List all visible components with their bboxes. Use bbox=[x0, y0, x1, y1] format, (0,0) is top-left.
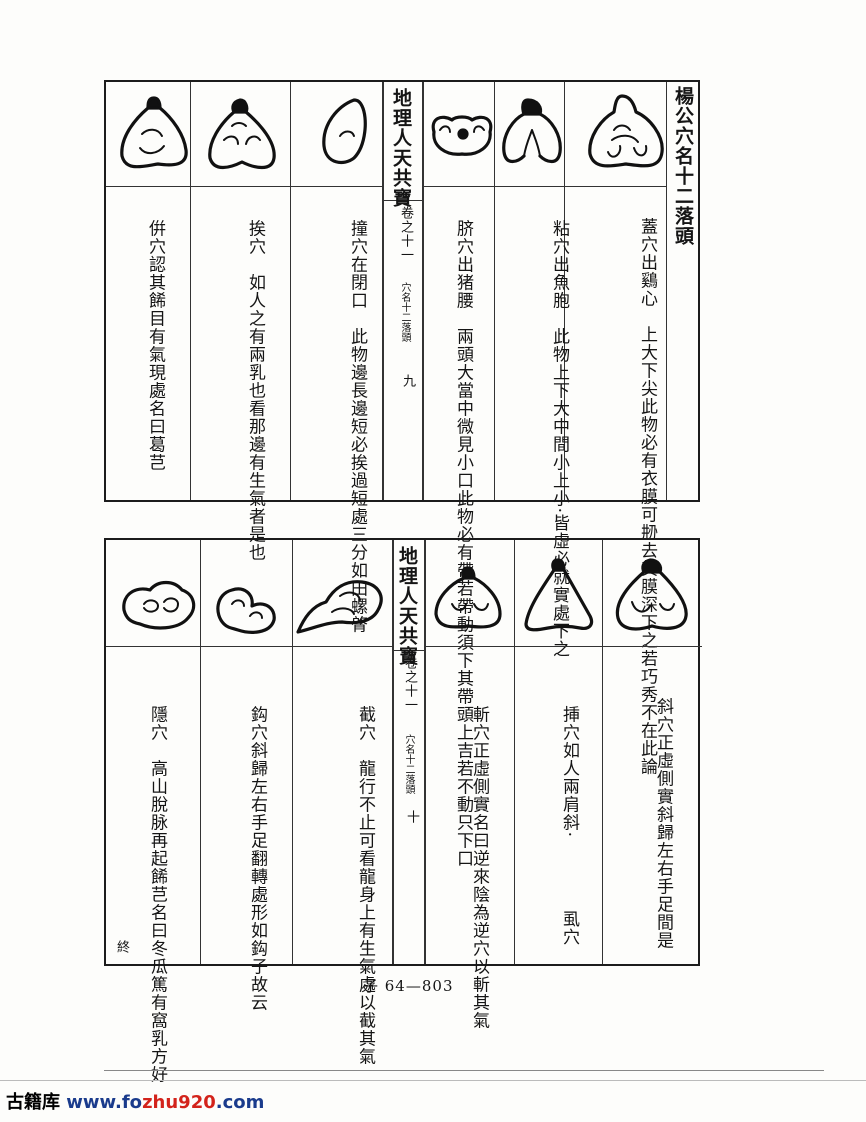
entry-line: 蓋穴出鷄心 上大下尖此物必有衣膜 bbox=[637, 217, 657, 506]
header-rule bbox=[382, 200, 422, 201]
jie-xue-figure bbox=[296, 580, 383, 634]
zhan-cut-xue-figure bbox=[434, 566, 502, 629]
entry-line: 隱穴 高山脫脉再起餙芑名曰冬瓜 bbox=[147, 705, 167, 976]
entry-line: 撞穴在閉口 此物邊長邊短必挨過 bbox=[347, 219, 367, 490]
header-rule bbox=[392, 650, 424, 651]
center-divider bbox=[424, 540, 426, 964]
column-divider bbox=[290, 82, 291, 500]
column-divider bbox=[564, 82, 565, 500]
entry-line: 挨穴 如人之有兩乳也看那邊有生 bbox=[245, 219, 265, 490]
xie-xue-figure bbox=[615, 558, 688, 631]
entry-line: 正虛側實名曰逆來陰為逆穴以斬其氣 bbox=[469, 741, 489, 1030]
ai-xue-figure bbox=[208, 98, 276, 170]
figure-band-line bbox=[422, 186, 666, 187]
entry-line: 挿穴 bbox=[559, 705, 579, 742]
scan-edge-line bbox=[104, 1070, 824, 1071]
column-divider bbox=[602, 540, 603, 964]
center-divider bbox=[382, 82, 384, 500]
entry-line: 氣者是也 bbox=[245, 489, 265, 562]
end-mark: 終 bbox=[114, 940, 129, 954]
entry-line: 篤有窩乳方好 bbox=[147, 975, 167, 1084]
entry-jie: 截穴 龍行不止可看龍身上有生氣處以截其氣 bbox=[332, 680, 398, 1066]
zhuang-xue-figure bbox=[322, 98, 367, 165]
entry-line: 斜穴 bbox=[653, 697, 673, 734]
column-divider bbox=[514, 540, 515, 964]
entry-line: 鈎穴 bbox=[247, 705, 267, 742]
entry-line: 短處三分如田螺䏿 bbox=[347, 489, 367, 634]
entry-line: 動只下口 bbox=[453, 795, 473, 868]
entry-line: 脐穴出猪腰 兩頭大當中微見小口此 bbox=[453, 219, 473, 508]
center-header: 地理人天共寶 bbox=[390, 88, 412, 208]
entry-line: 正虛側實斜歸左右手足間是 bbox=[653, 733, 673, 950]
entry-line: 斬穴 bbox=[469, 705, 489, 742]
bing-xue-figure bbox=[120, 96, 188, 169]
entry-gou: 鈎穴斜歸左右手足翻轉處形如鈎子故云 bbox=[224, 680, 290, 1012]
gai-xue-figure bbox=[588, 94, 664, 168]
column-divider bbox=[666, 82, 667, 500]
entry-line: 皆虛必就實處下之 bbox=[549, 514, 569, 659]
figure-band-line bbox=[106, 646, 392, 647]
entry-line: 倂穴 bbox=[145, 219, 165, 256]
entry-line: 認其餙目有氣現處名曰葛芑 bbox=[145, 255, 165, 472]
entry-zhuang: 撞穴在閉口 此物邊長邊短必挨過短處三分如田螺䏿 bbox=[324, 194, 390, 634]
column-divider bbox=[190, 82, 191, 500]
page-number: 十 bbox=[404, 810, 419, 824]
section-label: 穴名十二落頭 bbox=[403, 734, 414, 794]
page-code: 子 64—803 bbox=[363, 977, 454, 995]
top-panel: 楊公穴名十二落頭 地理人天共寶 卷之十一 穴名十二落頭 九 蓋穴出鷄心 上大下尖… bbox=[104, 80, 700, 868]
watermark-url-prefix: www.fo bbox=[66, 1092, 143, 1113]
column-divider bbox=[292, 540, 293, 964]
entry-xie: 斜穴正虛側實斜歸左右手足間是 bbox=[630, 672, 696, 950]
watermark: 古籍库 www.fozhu920.com bbox=[6, 1088, 264, 1114]
watermark-url-suffix: .com bbox=[215, 1092, 265, 1113]
entry-ai: 挨穴 如人之有兩乳也看那邊有生氣者是也 bbox=[222, 194, 288, 562]
entry-line: 斜歸左右手足翻轉處形如鈎子故云 bbox=[247, 741, 267, 1012]
entry-line: 粘穴出魚胞 此物上下大中間小上小· bbox=[549, 219, 569, 515]
entry-yin: 隱穴 高山脫脉再起餙芑名曰冬瓜篤有窩乳方好 bbox=[124, 680, 190, 1084]
center-header: 地理人天共寶 bbox=[396, 546, 418, 666]
bottom-panel: 地理人天共寶 卷之十一 穴名十二落頭 十 斜穴正虛側實斜歸左右手足間是 挿穴如人… bbox=[104, 538, 702, 1084]
entry-zhan-cut: 斬穴正虛側實名曰逆來陰為逆穴以斬其氣 bbox=[446, 680, 512, 1030]
watermark-name: 古籍库 bbox=[6, 1092, 60, 1113]
section-label: 穴名十二落頭 bbox=[399, 282, 410, 342]
column-divider bbox=[494, 82, 495, 500]
entry-bing: 倂穴認其餙目有氣現處名曰葛芑 bbox=[122, 194, 188, 472]
entry-line: 截穴 龍行不止可看龍身上有生氣 bbox=[355, 705, 375, 976]
figure-band-line bbox=[106, 186, 382, 187]
column-divider bbox=[200, 540, 201, 964]
volume-label: 卷之十一 bbox=[398, 206, 413, 262]
scan-edge-line bbox=[0, 1080, 866, 1081]
qi-xue-figure bbox=[431, 115, 493, 156]
side-title: 楊公穴名十二落頭 bbox=[672, 86, 694, 246]
entry-cha: 挿穴如人兩肩斜· 虱穴 bbox=[536, 680, 602, 946]
cha-xue-figure bbox=[524, 558, 594, 632]
center-divider bbox=[392, 540, 394, 964]
entry-line: 處以截其氣 bbox=[355, 975, 375, 1066]
center-divider bbox=[422, 82, 424, 500]
entry-zhan: 粘穴出魚胞 此物上下大中間小上小·皆虛必就實處下之 bbox=[526, 194, 592, 658]
zhan-xue-figure bbox=[502, 98, 562, 164]
watermark-url-accent: zhu920 bbox=[142, 1092, 216, 1113]
figure-band-line bbox=[424, 646, 702, 647]
gou-xue-figure bbox=[216, 587, 276, 634]
entry-line: 如人兩肩斜· 虱穴 bbox=[559, 741, 579, 947]
yin-xue-figure bbox=[122, 580, 196, 630]
page-number: 九 bbox=[400, 374, 415, 388]
volume-label: 卷之十一 bbox=[402, 656, 417, 712]
